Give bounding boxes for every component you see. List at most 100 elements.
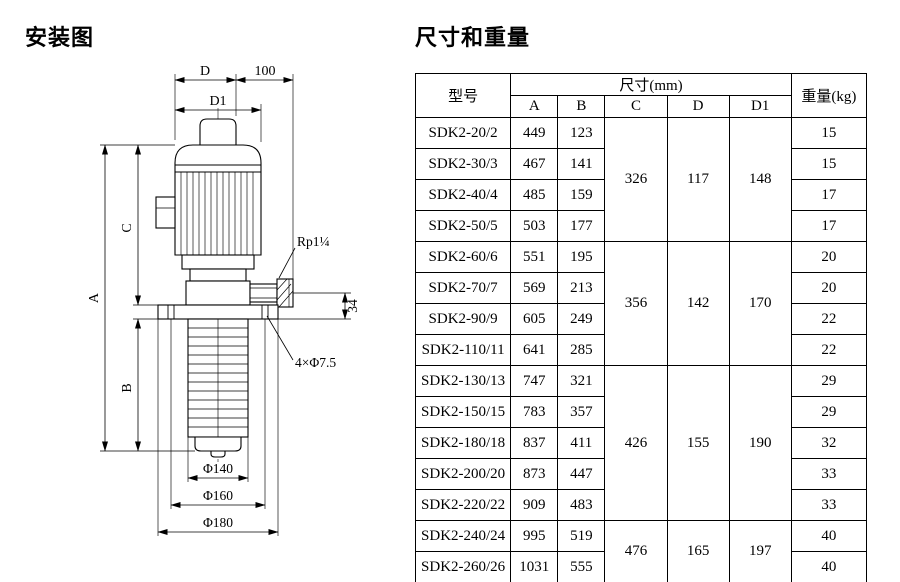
cell-weight: 32	[790, 427, 868, 459]
cell-a: 873	[510, 458, 559, 490]
cell-model: SDK2-130/13	[414, 365, 512, 397]
cell-a: 485	[510, 179, 559, 211]
cell-weight: 17	[790, 179, 868, 211]
cell-d-group: 165	[666, 520, 730, 582]
cell-model: SDK2-260/26	[414, 551, 512, 582]
col-header-c: C	[604, 95, 668, 118]
cell-a: 1031	[510, 551, 559, 582]
cell-weight: 33	[790, 458, 868, 490]
dim-label-a: A	[87, 292, 102, 303]
cell-a: 909	[510, 489, 559, 521]
cell-model: SDK2-70/7	[414, 272, 512, 304]
table-header-row-1: 型号 尺寸(mm) 重量(kg)	[414, 73, 868, 118]
cell-b: 321	[557, 365, 606, 397]
cell-d1-group: 170	[728, 241, 792, 366]
cell-model: SDK2-220/22	[414, 489, 512, 521]
cell-a: 551	[510, 241, 559, 273]
dim-label-d: D	[200, 64, 210, 79]
dim-label-phi180: Φ180	[203, 515, 233, 530]
installation-diagram-title: 安装图	[25, 25, 95, 50]
cell-weight: 40	[790, 551, 868, 582]
cell-d-group: 142	[666, 241, 730, 366]
cell-c-group: 476	[604, 520, 668, 582]
dim-label-phi160: Φ160	[203, 488, 233, 503]
cell-b: 249	[557, 303, 606, 335]
dim-label-b: B	[120, 383, 135, 392]
cell-a: 641	[510, 334, 559, 366]
cell-weight: 20	[790, 272, 868, 304]
cell-a: 747	[510, 365, 559, 397]
installation-diagram: D 100 D1 A C B 34 Rp1¼ 4×Φ7.5 Φ140 Φ160 …	[87, 64, 360, 536]
cell-b: 411	[557, 427, 606, 459]
dimensions-table-title: 尺寸和重量	[415, 25, 531, 50]
dim-label-rp: Rp1¼	[297, 234, 330, 249]
cell-b: 141	[557, 148, 606, 180]
cell-d-group: 155	[666, 365, 730, 521]
cell-a: 449	[510, 117, 559, 149]
cell-b: 519	[557, 520, 606, 552]
cell-model: SDK2-20/2	[414, 117, 512, 149]
cell-model: SDK2-60/6	[414, 241, 512, 273]
cell-c-group: 356	[604, 241, 668, 366]
col-header-b: B	[557, 95, 606, 118]
cell-model: SDK2-150/15	[414, 396, 512, 428]
cell-a: 569	[510, 272, 559, 304]
cell-b: 285	[557, 334, 606, 366]
cell-b: 447	[557, 458, 606, 490]
cell-b: 357	[557, 396, 606, 428]
cell-model: SDK2-240/24	[414, 520, 512, 552]
cell-b: 177	[557, 210, 606, 242]
col-header-a: A	[510, 95, 559, 118]
cell-d-group: 117	[666, 117, 730, 242]
cell-d1-group: 190	[728, 365, 792, 521]
cell-weight: 22	[790, 303, 868, 335]
cell-a: 503	[510, 210, 559, 242]
cell-weight: 17	[790, 210, 868, 242]
cell-weight: 33	[790, 489, 868, 521]
cell-weight: 20	[790, 241, 868, 273]
cell-weight: 29	[790, 365, 868, 397]
cell-a: 605	[510, 303, 559, 335]
table-header-row-2: A B C D D1	[416, 95, 867, 118]
dim-label-d1: D1	[209, 94, 226, 109]
cell-weight: 15	[790, 117, 868, 149]
dim-label-c: C	[120, 223, 135, 232]
col-header-d1: D1	[728, 95, 792, 118]
cell-model: SDK2-50/5	[414, 210, 512, 242]
cell-c-group: 326	[604, 117, 668, 242]
cell-a: 467	[510, 148, 559, 180]
cell-model: SDK2-200/20	[414, 458, 512, 490]
cell-weight: 40	[790, 520, 868, 552]
pump-outline	[155, 118, 294, 458]
cell-d1-group: 148	[728, 117, 792, 242]
cell-b: 213	[557, 272, 606, 304]
dim-label-34: 34	[345, 299, 360, 313]
col-header-weight: 重量(kg)	[790, 73, 868, 118]
cell-c-group: 426	[604, 365, 668, 521]
cell-a: 995	[510, 520, 559, 552]
cell-model: SDK2-40/4	[414, 179, 512, 211]
dimension-lines	[102, 77, 348, 535]
col-header-d: D	[666, 95, 730, 118]
dim-label-phi140: Φ140	[203, 461, 233, 476]
cell-b: 555	[557, 551, 606, 582]
dim-label-bolt-holes: 4×Φ7.5	[295, 355, 336, 370]
dim-label-100: 100	[255, 64, 276, 79]
cell-a: 783	[510, 396, 559, 428]
cell-b: 483	[557, 489, 606, 521]
cell-model: SDK2-90/9	[414, 303, 512, 335]
